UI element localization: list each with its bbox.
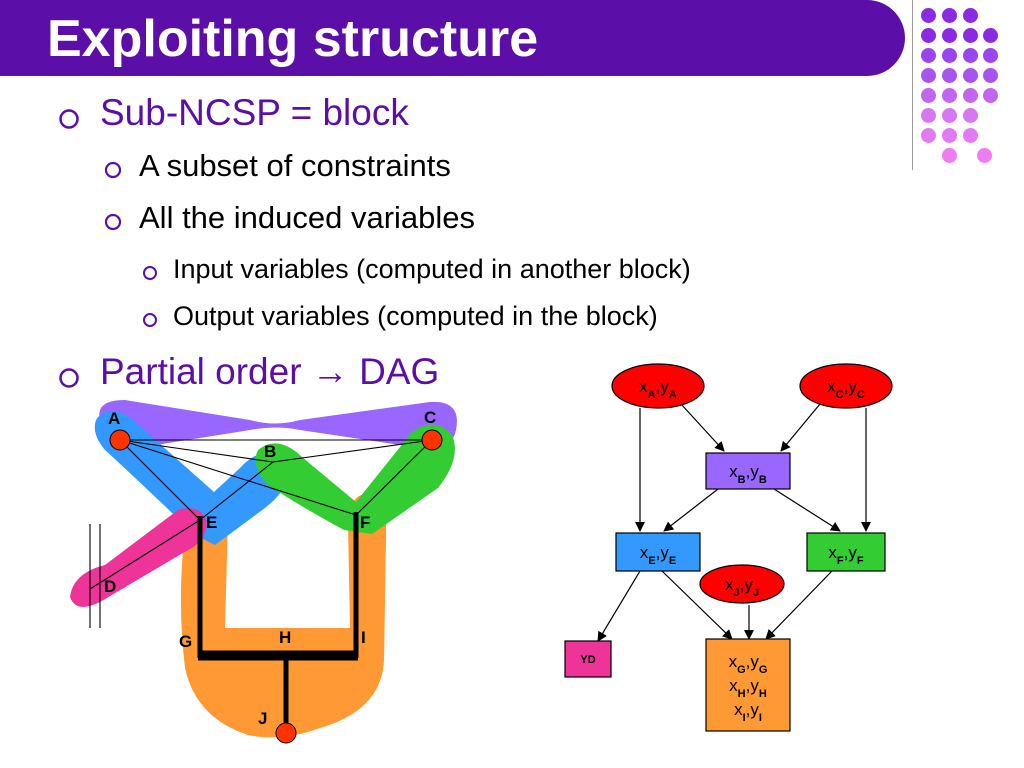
- graph-label-b: B: [264, 442, 276, 461]
- dag-nodes: xA,yA xC,yC xB,yB xE,yE xF,yF xJ,yJ YD xG,yGxH,…: [564, 363, 893, 732]
- graph-label-h: H: [279, 628, 291, 647]
- decorative-dot: [983, 88, 998, 103]
- decorative-dot: [942, 28, 957, 43]
- decorative-dot-grid: [914, 0, 1024, 170]
- decorative-dot: [963, 48, 978, 63]
- decorative-dot: [921, 68, 936, 83]
- decorative-dot: [963, 108, 978, 123]
- bullet-item: Output variables (computed in the block): [143, 301, 658, 332]
- decorative-divider: [912, 0, 913, 170]
- dag-edge-bb-ff: [773, 488, 841, 532]
- dag-edges: [597, 403, 871, 642]
- decorative-dot: [963, 68, 978, 83]
- dag-node-jj: [699, 564, 785, 604]
- block-pink: [70, 508, 207, 607]
- block-orange: [180, 492, 387, 738]
- decorative-dot: [963, 88, 978, 103]
- decorative-dot: [921, 8, 936, 23]
- bullet-item: All the induced variables: [104, 200, 476, 235]
- graph-label-i: I: [361, 628, 366, 647]
- decorative-dot: [921, 48, 936, 63]
- graph-edges: [89, 439, 433, 628]
- dag-node-aa: [611, 363, 705, 409]
- dag-node-label: xC,yC: [827, 377, 865, 401]
- decorative-dot: [921, 88, 936, 103]
- decorative-dot: [921, 28, 936, 43]
- bullet-circle-icon: [143, 313, 157, 327]
- bullet-text: Input variables (computed in another blo…: [173, 254, 691, 284]
- dag-edge-aa-bb: [680, 403, 725, 452]
- decorative-dot: [963, 8, 978, 23]
- bullet-item: A subset of constraints: [104, 148, 451, 183]
- dag-node-label: xJ,yJ: [725, 575, 759, 599]
- dag-node-label: YD: [580, 654, 595, 666]
- dag-node-bb: [705, 452, 791, 490]
- block-purple: [99, 400, 457, 451]
- decorative-dot: [942, 88, 957, 103]
- dag-node-ff: [806, 532, 886, 572]
- decorative-dot: [983, 68, 998, 83]
- dag-edge-bb-ee: [663, 488, 719, 532]
- block-blue: [94, 410, 288, 545]
- dag-edge-ee-yd: [597, 570, 641, 642]
- title-bar: Exploiting structure: [0, 0, 905, 76]
- graph-node-c: [421, 429, 443, 451]
- decorative-dot: [963, 128, 978, 143]
- bullet-circle-icon: [104, 213, 122, 231]
- decorative-dot: [977, 148, 992, 163]
- decorative-dot: [942, 108, 957, 123]
- bullet-circle-icon: [59, 109, 79, 129]
- bullet-circle-icon: [104, 161, 122, 179]
- bullet-text: Partial order → DAG: [100, 351, 440, 392]
- decorative-dot: [983, 48, 998, 63]
- dag-node-cc: [799, 363, 893, 409]
- dag-node-label: xF,yF: [828, 543, 863, 567]
- decorative-dot: [942, 148, 957, 163]
- bullet-item: Input variables (computed in another blo…: [143, 254, 691, 285]
- decorative-dot: [921, 108, 936, 123]
- bullet-item: Sub-NCSP = block: [59, 92, 409, 134]
- graph-node-j: [275, 722, 297, 744]
- graph-label-c: C: [424, 408, 436, 427]
- dag-node-ghi: [705, 638, 791, 732]
- decorative-dot: [942, 8, 957, 23]
- bullet-text: A subset of constraints: [139, 148, 451, 183]
- dag-node-ee: [615, 532, 701, 572]
- block-green: [255, 424, 455, 534]
- bullet-circle-icon: [143, 266, 157, 280]
- dag-edge-ee-ghi: [661, 570, 733, 640]
- graph-thick-edges: [197, 512, 359, 732]
- bullet-text: Sub-NCSP = block: [100, 92, 409, 133]
- decorative-dot: [921, 128, 936, 143]
- graph-label-e: E: [206, 513, 217, 532]
- dag-node-label: xE,yE: [640, 543, 676, 567]
- dag-node-label: xH,yH: [729, 676, 767, 700]
- dag-node-label: xI,yI: [734, 700, 762, 724]
- graph-label-j: J: [258, 709, 267, 728]
- decorative-dot: [983, 28, 998, 43]
- bullet-text: All the induced variables: [139, 200, 476, 235]
- decorative-dot: [963, 28, 978, 43]
- graph-label-f: F: [360, 513, 370, 532]
- decorative-dot: [942, 48, 957, 63]
- decorative-dot: [942, 68, 957, 83]
- graph-node-a: [109, 429, 131, 451]
- dag-node-yd: [564, 640, 612, 678]
- dag-node-label: xB,yB: [729, 462, 767, 486]
- graph-label-g: G: [179, 632, 192, 651]
- slide-title: Exploiting structure: [47, 10, 539, 68]
- graph-label-d: D: [104, 577, 116, 596]
- bullet-text: Output variables (computed in the block): [173, 301, 658, 331]
- dag-node-label: xA,yA: [639, 377, 677, 401]
- dag-node-label: xG,yG: [729, 652, 768, 676]
- bullet-item: Partial order → DAG: [59, 351, 440, 393]
- bullet-circle-icon: [59, 368, 79, 388]
- decorative-dot: [942, 128, 957, 143]
- graph-label-a: A: [108, 409, 120, 428]
- dag-edge-ff-ghi: [765, 570, 833, 640]
- dag-edge-cc-bb: [780, 403, 821, 452]
